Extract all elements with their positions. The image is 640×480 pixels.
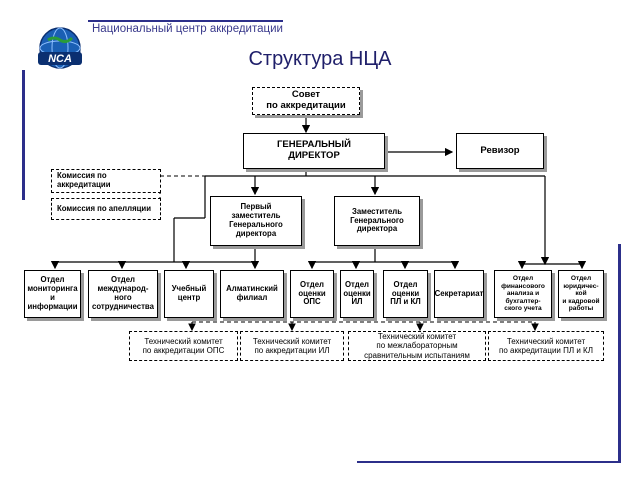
dept-training-center: Учебный центр: [164, 270, 214, 318]
right-decor-rule: [618, 244, 621, 463]
dept-legal-hr: Отдел юридичес- кой и кадровой работы: [558, 270, 604, 318]
committee-il: Технический комитет по аккредитации ИЛ: [240, 331, 344, 361]
dept-finance-accounting: Отдел финансового анализа и бухгалтер- с…: [494, 270, 552, 318]
committee-interlab: Технический комитет по межлабораторным с…: [348, 331, 486, 361]
logo-lettering: NCA: [48, 53, 72, 65]
dept-international: Отдел международ- ного сотрудничества: [88, 270, 158, 318]
box-council: Совет по аккредитации: [252, 87, 360, 115]
box-commission-appeal: Комиссия по апелляции: [51, 198, 161, 220]
dept-almaty-branch: Алматинский филиал: [220, 270, 284, 318]
box-commission-accreditation: Комиссия по аккредитации: [51, 169, 161, 193]
bottom-decor-rule: [357, 461, 621, 463]
dept-secretariat: Секретариат: [434, 270, 484, 318]
committee-ops: Технический комитет по аккредитации ОПС: [129, 331, 238, 361]
dept-ops-assessment: Отдел оценки ОПС: [290, 270, 334, 318]
box-deputy: Заместитель Генерального директора: [334, 196, 420, 246]
left-decor-rule: [22, 70, 25, 200]
committee-pl-kl: Технический комитет по аккредитации ПЛ и…: [488, 331, 604, 361]
dept-pl-kl-assessment: Отдел оценки ПЛ и КЛ: [383, 270, 428, 318]
dept-monitoring: Отдел мониторинга и информации: [24, 270, 81, 318]
box-first-deputy: Первый заместитель Генерального директор…: [210, 196, 302, 246]
dept-il-assessment: Отдел оценки ИЛ: [340, 270, 374, 318]
box-general-director: ГЕНЕРАЛЬНЫЙ ДИРЕКТОР: [243, 133, 385, 169]
header-top-rule: [88, 20, 283, 22]
organization-name: Национальный центр аккредитации: [92, 23, 283, 35]
page-title: Структура НЦА: [248, 48, 392, 70]
nca-logo: NCA: [32, 26, 88, 72]
box-auditor: Ревизор: [456, 133, 544, 169]
